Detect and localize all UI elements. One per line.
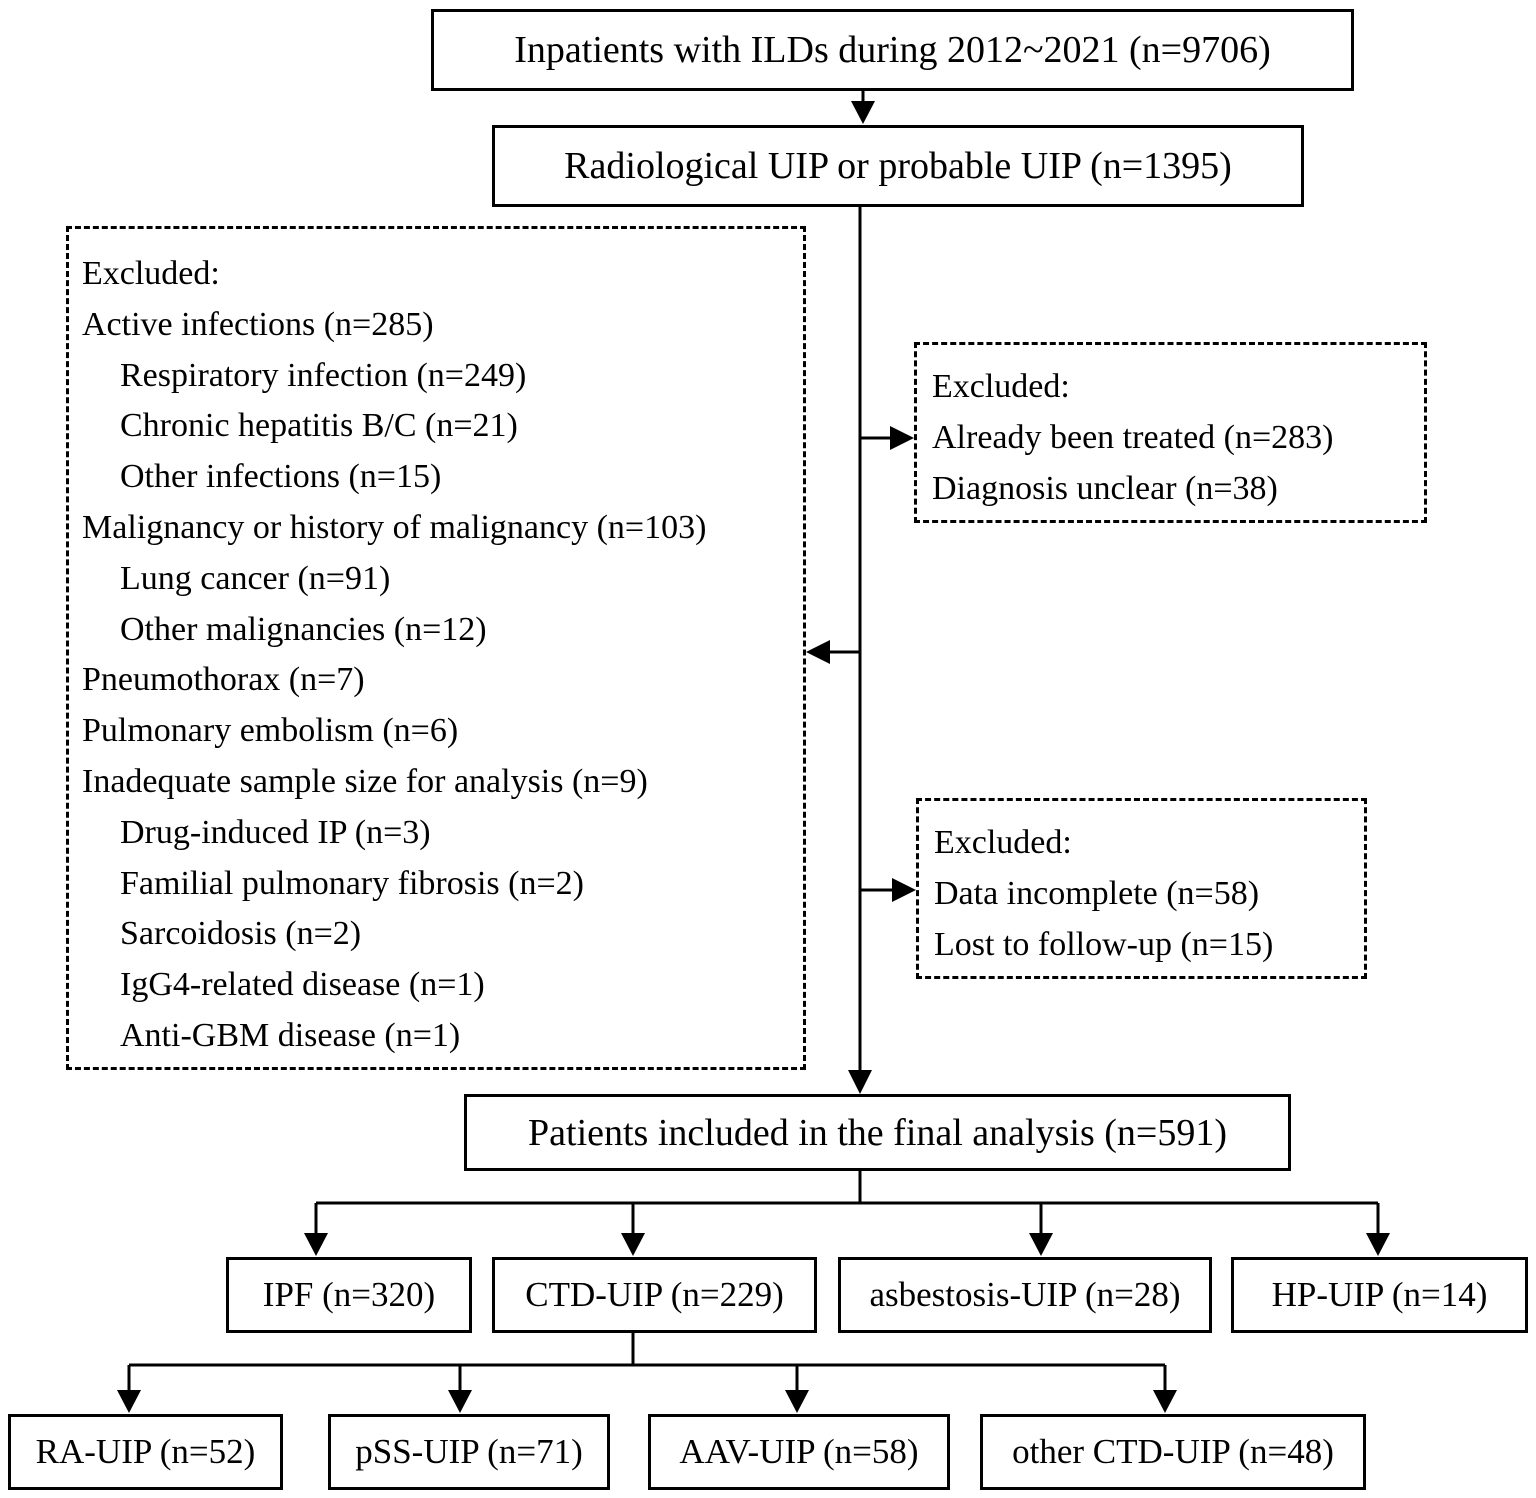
exclusion-line: Excluded: bbox=[82, 255, 220, 292]
aav-uip-label: AAV-UIP (n=58) bbox=[679, 1432, 919, 1471]
ra-uip-label: RA-UIP (n=52) bbox=[35, 1432, 256, 1471]
exclusion-line: Lung cancer (n=91) bbox=[120, 559, 391, 597]
aav-uip-box: AAV-UIP (n=58) bbox=[648, 1414, 950, 1490]
asbestosis-uip-label: asbestosis-UIP (n=28) bbox=[869, 1275, 1181, 1314]
other-ctd-uip-box: other CTD-UIP (n=48) bbox=[980, 1414, 1366, 1490]
hp-uip-label: HP-UIP (n=14) bbox=[1271, 1275, 1488, 1314]
exclusion-line: Chronic hepatitis B/C (n=21) bbox=[120, 407, 518, 445]
exclusion-line: Sarcoidosis (n=2) bbox=[120, 915, 362, 953]
radiological-label: Radiological UIP or probable UIP (n=1395… bbox=[564, 145, 1232, 187]
treated-exclusion-box: Excluded: Already been treated (n=283) D… bbox=[914, 342, 1427, 523]
exclusion-line: Excluded: bbox=[932, 368, 1070, 405]
other-ctd-uip-label: other CTD-UIP (n=48) bbox=[1012, 1432, 1334, 1471]
radiological-box: Radiological UIP or probable UIP (n=1395… bbox=[492, 125, 1304, 207]
final-analysis-label: Patients included in the final analysis … bbox=[528, 1111, 1227, 1154]
hp-uip-box: HP-UIP (n=14) bbox=[1231, 1257, 1528, 1333]
exclusion-line: Diagnosis unclear (n=38) bbox=[932, 470, 1278, 507]
exclusion-line: Familial pulmonary fibrosis (n=2) bbox=[120, 864, 584, 902]
data-exclusion-box: Excluded: Data incomplete (n=58) Lost to… bbox=[916, 798, 1367, 979]
exclusion-line: Anti-GBM disease (n=1) bbox=[120, 1016, 461, 1054]
inpatients-box: Inpatients with ILDs during 2012~2021 (n… bbox=[431, 9, 1354, 91]
exclusion-line: Data incomplete (n=58) bbox=[934, 875, 1260, 912]
inpatients-label: Inpatients with ILDs during 2012~2021 (n… bbox=[514, 29, 1271, 71]
exclusion-line: Respiratory infection (n=249) bbox=[120, 356, 527, 394]
ctd-uip-box: CTD-UIP (n=229) bbox=[492, 1257, 817, 1333]
exclusion-line: Drug-induced IP (n=3) bbox=[120, 813, 431, 851]
exclusion-line: Lost to follow-up (n=15) bbox=[934, 926, 1274, 963]
exclusion-line: Other malignancies (n=12) bbox=[120, 610, 487, 648]
exclusion-line: Pneumothorax (n=7) bbox=[82, 661, 365, 699]
ipf-box: IPF (n=320) bbox=[226, 1257, 472, 1333]
pss-uip-label: pSS-UIP (n=71) bbox=[355, 1432, 583, 1471]
asbestosis-uip-box: asbestosis-UIP (n=28) bbox=[838, 1257, 1212, 1333]
pss-uip-box: pSS-UIP (n=71) bbox=[328, 1414, 610, 1490]
exclusion-line: Pulmonary embolism (n=6) bbox=[82, 712, 459, 750]
exclusion-line: Inadequate sample size for analysis (n=9… bbox=[82, 762, 648, 800]
exclusion-line: Other infections (n=15) bbox=[120, 458, 442, 496]
main-exclusion-box: Excluded: Active infections (n=285) Resp… bbox=[66, 226, 806, 1070]
ra-uip-box: RA-UIP (n=52) bbox=[8, 1414, 283, 1490]
exclusion-line: Excluded: bbox=[934, 824, 1072, 861]
exclusion-line: Malignancy or history of malignancy (n=1… bbox=[82, 508, 707, 546]
exclusion-line: IgG4-related disease (n=1) bbox=[120, 966, 485, 1004]
ipf-label: IPF (n=320) bbox=[262, 1275, 436, 1314]
exclusion-line: Already been treated (n=283) bbox=[932, 419, 1334, 456]
final-analysis-box: Patients included in the final analysis … bbox=[464, 1094, 1291, 1171]
exclusion-line: Active infections (n=285) bbox=[82, 305, 434, 343]
ctd-uip-label: CTD-UIP (n=229) bbox=[525, 1275, 784, 1314]
